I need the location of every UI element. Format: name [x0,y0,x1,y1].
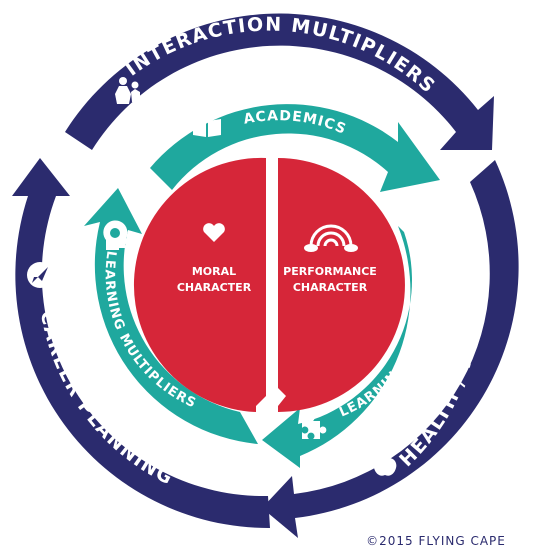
copyright-text: ©2015 FLYING CAPE [366,534,506,548]
core [133,157,405,412]
inner-arrow-top [150,104,440,192]
apple-icon [373,453,397,476]
core-left-line1: MORAL [192,265,236,278]
outer-label-top: INTERACTION MULTIPLIERS [122,13,440,98]
rocket-icon [27,262,53,288]
puzzle-icon [302,414,327,439]
inner-arrow-right [262,226,412,468]
core-right-line2: CHARACTER [293,281,368,294]
core-left-line2: CHARACTER [177,281,252,294]
outer-arrow-left [12,158,270,529]
brain-head-icon [103,220,129,250]
rainbow-icon [304,224,358,252]
core-right [278,158,405,412]
inner-ring [84,104,440,468]
outer-arrow-top [65,13,494,151]
core-right-line1: PERFORMANCE [283,265,377,278]
people-icon [115,77,140,104]
heart-icon [203,223,225,242]
inner-arrow-left [84,188,258,444]
book-icon [193,119,221,137]
core-left [133,157,266,412]
